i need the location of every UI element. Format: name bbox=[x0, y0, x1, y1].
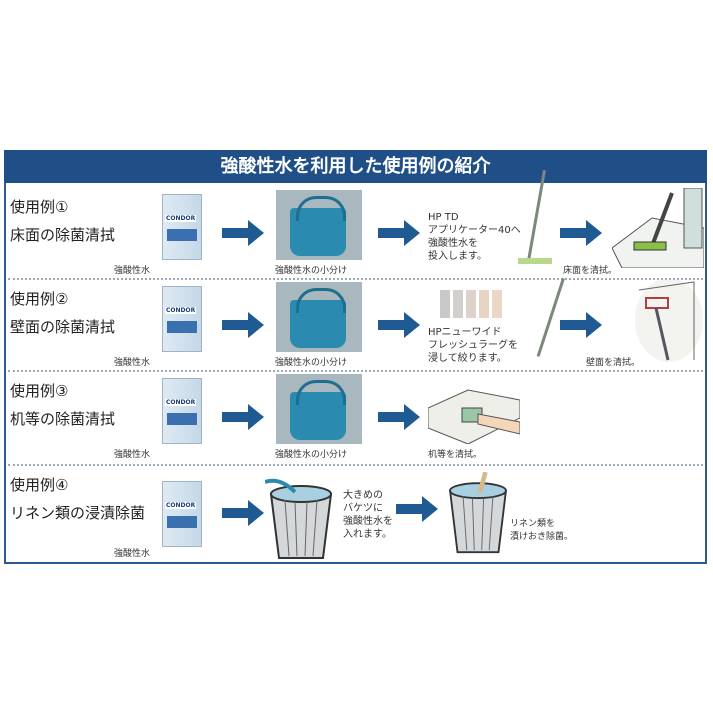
bucket-image bbox=[276, 282, 362, 352]
brand-logo: CONDOR bbox=[165, 307, 197, 314]
arrow-right-icon bbox=[222, 312, 264, 338]
brand-logo: CONDOR bbox=[165, 215, 197, 222]
arrow-right-icon bbox=[222, 220, 264, 246]
wall-cleaning-illustration bbox=[635, 280, 703, 362]
row-label: 使用例① bbox=[10, 198, 69, 216]
floor-cleaning-illustration bbox=[612, 188, 704, 268]
step-text: HPニューワイドフレッシュラーグを浸して絞ります。 bbox=[428, 327, 518, 364]
mop-head-image bbox=[518, 258, 552, 264]
arrow-right-icon bbox=[378, 312, 420, 338]
divider bbox=[8, 464, 703, 466]
arrow-right-icon bbox=[222, 404, 264, 430]
final-caption: 壁面を清拭。 bbox=[586, 358, 641, 368]
brand-logo: CONDOR bbox=[165, 399, 197, 406]
product-container-image: CONDOR bbox=[162, 194, 202, 260]
product-caption: 強酸性水 bbox=[114, 358, 151, 368]
trash-can-bucket-image bbox=[265, 478, 333, 559]
bucket-caption: 強酸性水の小分け bbox=[275, 450, 348, 460]
divider bbox=[8, 278, 703, 280]
trash-can-soaking-image bbox=[448, 472, 508, 554]
row-title: 床面の除菌清拭 bbox=[10, 226, 116, 244]
row-label: 使用例② bbox=[10, 290, 69, 308]
bucket-image bbox=[276, 190, 362, 260]
bucket-caption: 強酸性水の小分け bbox=[275, 358, 348, 368]
cloth-samples-image bbox=[440, 290, 502, 320]
row-title: 壁面の除菌清拭 bbox=[10, 318, 116, 336]
product-caption: 強酸性水 bbox=[114, 450, 151, 460]
arrow-right-icon bbox=[378, 220, 420, 246]
arrow-right-icon bbox=[560, 312, 602, 338]
product-container-image: CONDOR bbox=[162, 378, 202, 444]
final-caption: 机等を清拭。 bbox=[428, 450, 483, 460]
row-title: 机等の除菌清拭 bbox=[10, 410, 116, 428]
bucket-caption: 強酸性水の小分け bbox=[275, 266, 348, 276]
row-label: 使用例③ bbox=[10, 382, 69, 400]
step-text: 大きめのバケツに強酸性水を入れます。 bbox=[343, 490, 393, 540]
product-container-image: CONDOR bbox=[162, 481, 202, 547]
arrow-right-icon bbox=[222, 500, 264, 526]
divider bbox=[8, 370, 703, 372]
bucket-image bbox=[276, 374, 362, 444]
brand-logo: CONDOR bbox=[165, 502, 197, 509]
arrow-right-icon bbox=[396, 496, 438, 522]
product-container-image: CONDOR bbox=[162, 286, 202, 352]
arrow-right-icon bbox=[560, 220, 602, 246]
product-caption: 強酸性水 bbox=[114, 266, 151, 276]
final-caption: リネン類を漬けおき除菌。 bbox=[510, 519, 574, 542]
desk-wiping-illustration bbox=[428, 389, 520, 444]
row-title: リネン類の浸漬除菌 bbox=[10, 504, 146, 522]
row-label: 使用例④ bbox=[10, 476, 69, 494]
final-caption: 床面を清拭。 bbox=[563, 266, 618, 276]
arrow-right-icon bbox=[378, 404, 420, 430]
product-caption: 強酸性水 bbox=[114, 549, 151, 559]
page-title: 強酸性水を利用した使用例の紹介 bbox=[4, 150, 707, 183]
